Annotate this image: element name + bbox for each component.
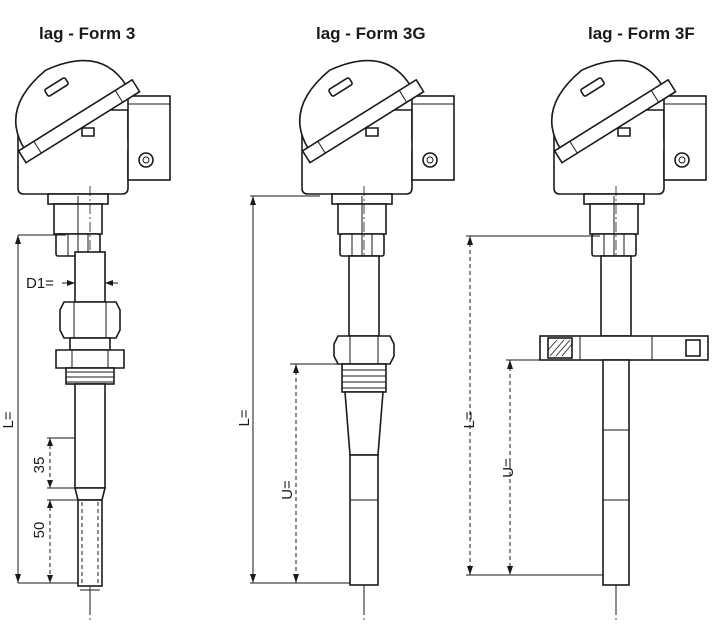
form-3-d1-label: D1= — [26, 275, 54, 292]
form-3-drawing: L= D1= 35 50 — [0, 33, 171, 620]
form-3-l-label: L= — [0, 411, 17, 428]
form-3f-title: lag - Form 3F — [588, 24, 695, 43]
form-3g-drawing: L= U= — [236, 33, 455, 620]
form-3g-title: lag - Form 3G — [316, 24, 426, 43]
flange-hatch — [547, 339, 573, 357]
form-3f-l-label: L= — [461, 411, 478, 428]
form-3-dim-50: 50 — [31, 522, 48, 539]
form-3-dim-35: 35 — [31, 457, 48, 474]
form-3f-u-label: U= — [500, 458, 517, 478]
form-3f-drawing: L= U= — [461, 33, 709, 620]
form-3g-u-label: U= — [279, 480, 296, 500]
form-3g-l-label: L= — [236, 409, 253, 426]
form-3-title: lag - Form 3 — [39, 24, 136, 43]
